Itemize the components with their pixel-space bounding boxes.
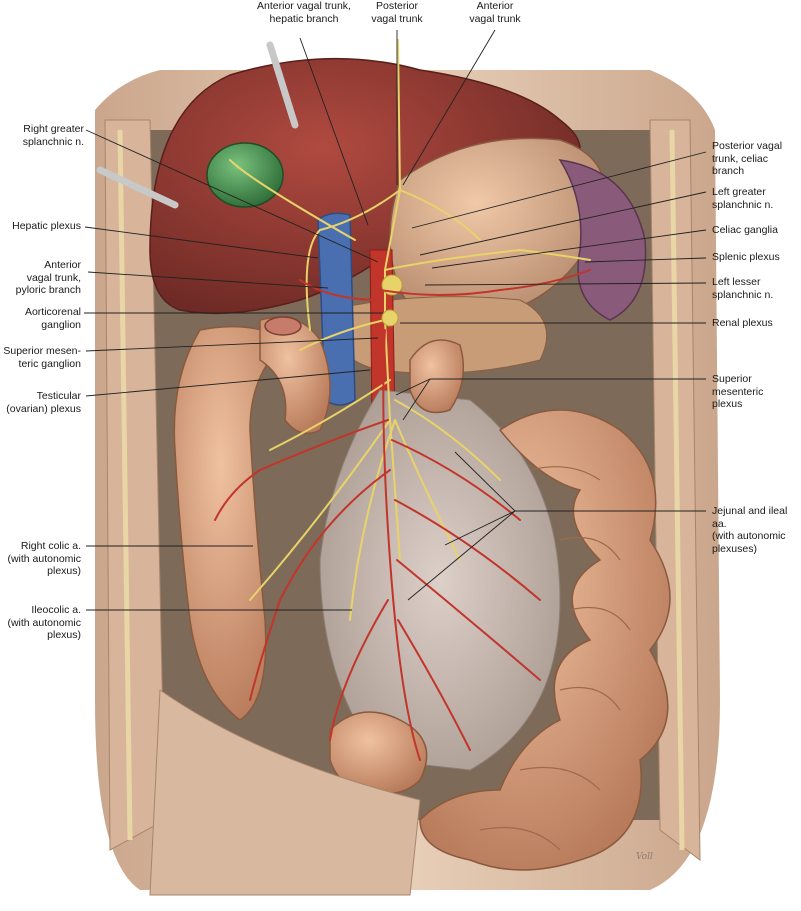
- label-right-colic: Right colic a. (with autonomic plexus): [7, 540, 81, 577]
- label-anterior-vagal-hepatic: Anterior vagal trunk, hepatic branch: [257, 0, 351, 25]
- autonomic-nerves: [229, 39, 591, 621]
- artist-signature: Voll: [636, 852, 653, 862]
- aorticorenal-ganglion: [381, 309, 399, 327]
- label-anterior-vagal-pyloric: Anterior vagal trunk, pyloric branch: [15, 259, 81, 296]
- mesenteric-arteries: [214, 269, 591, 761]
- label-ileocolic: Ileocolic a. (with autonomic plexus): [7, 604, 81, 641]
- duodenojejunal-flexure: [409, 339, 465, 414]
- lower-abdominal-wall: [149, 689, 421, 896]
- label-anterior-vagal-trunk: Anterior vagal trunk: [469, 0, 521, 25]
- label-renal-plexus: Renal plexus: [712, 317, 773, 329]
- label-right-greater-splanchnic: Right greater splanchnic n.: [22, 123, 84, 148]
- inferior-vena-cava: [317, 212, 356, 406]
- label-superior-mesenteric-plexus: Superior mesenteric plexus: [712, 373, 764, 410]
- label-celiac-ganglia: Celiac ganglia: [712, 224, 778, 236]
- label-aorticorenal-ganglion: Aorticorenal ganglion: [24, 306, 81, 331]
- label-hepatic-plexus: Hepatic plexus: [12, 220, 81, 232]
- celiac-ganglion: [381, 274, 403, 296]
- label-left-greater-splanchnic: Left greater splanchnic n.: [712, 186, 774, 211]
- label-splenic-plexus: Splenic plexus: [712, 251, 780, 263]
- transverse-colon: [259, 316, 331, 435]
- label-posterior-vagal-celiac: Posterior vagal trunk, celiac branch: [712, 140, 783, 177]
- mesentery: [319, 389, 561, 771]
- label-jejunal-ileal: Jejunal and ileal aa. (with autonomic pl…: [712, 505, 788, 555]
- label-testicular-plexus: Testicular (ovarian) plexus: [6, 390, 81, 415]
- label-left-lesser-splanchnic: Left lesser splanchnic n.: [712, 276, 774, 301]
- spleen: [558, 159, 647, 321]
- label-superior-mesenteric-ganglion: Superior mesen- teric ganglion: [3, 345, 81, 370]
- leader-lines: [84, 29, 707, 611]
- small-intestine: [419, 409, 671, 871]
- gallbladder: [206, 142, 284, 208]
- label-posterior-vagal-trunk: Posterior vagal trunk: [371, 0, 423, 25]
